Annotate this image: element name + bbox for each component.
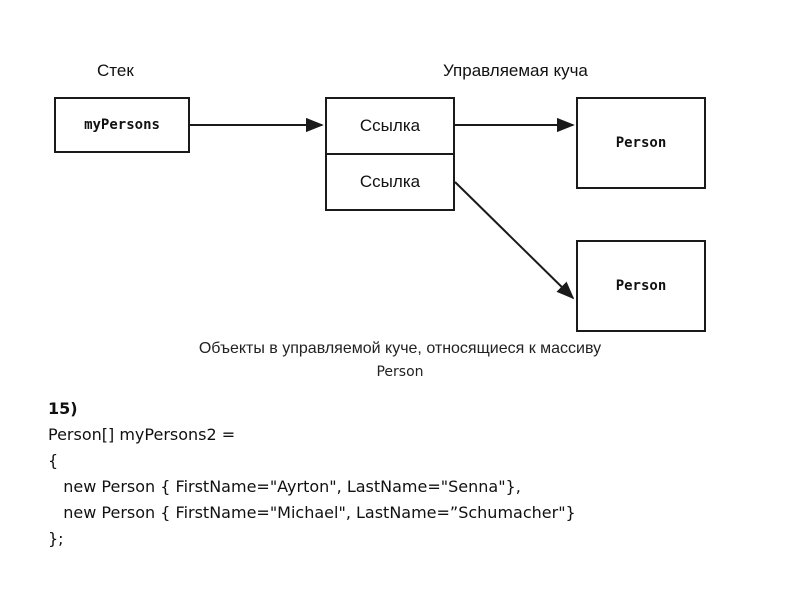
code-line: { [48,451,59,470]
person-object-label-2: Person [615,278,667,294]
code-line: }; [48,529,64,548]
code-block: 15) Person[] myPersons2 = { new Person {… [48,396,576,552]
reference-label-2: Ссылка [359,172,421,191]
person-object-box-1: Person [576,97,706,189]
arrow-reference2-to-person2 [454,181,575,300]
heap-label: Управляемая куча [443,61,588,80]
code-line: new Person { FirstName="Ayrton", LastNam… [48,477,521,496]
person-object-label-1: Person [615,135,667,151]
code-line: new Person { FirstName="Michael", LastNa… [48,503,576,522]
figure-caption-line1: Объекты в управляемой куче, относящиеся … [198,340,602,357]
stack-variable-label: myPersons [84,117,160,133]
code-number: 15) [48,399,78,418]
person-object-box-2: Person [576,240,706,332]
reference-box-1: Ссылка [325,97,455,155]
code-line: Person[] myPersons2 = [48,425,236,444]
stack-variable-box: myPersons [54,97,190,153]
reference-label-1: Ссылка [359,116,421,135]
reference-box-2: Ссылка [325,153,455,211]
stack-label: Стек [97,61,134,80]
figure-caption-line2: Person [376,364,424,380]
